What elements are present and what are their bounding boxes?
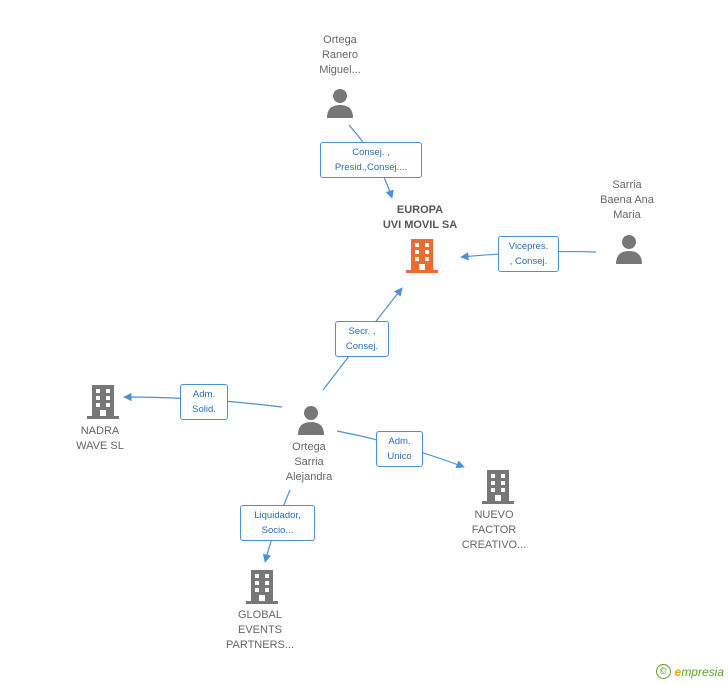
label-line: GLOBAL bbox=[237, 609, 283, 621]
label-line: Maria bbox=[613, 209, 641, 221]
label-line: Sarria bbox=[612, 179, 642, 191]
brand-watermark: © empresia bbox=[655, 664, 724, 679]
building-icon[interactable] bbox=[87, 385, 119, 419]
label-line: FACTOR bbox=[471, 524, 517, 536]
label-line: Baena Ana bbox=[600, 194, 654, 206]
building-icon-main[interactable] bbox=[406, 239, 438, 273]
edge-label-line: Secr. , bbox=[348, 326, 376, 337]
brand-e: e bbox=[674, 664, 682, 679]
edge-label-line: Presid.,Consej.... bbox=[334, 162, 408, 173]
person-icon[interactable] bbox=[297, 405, 325, 435]
label-line: Ortega bbox=[323, 34, 357, 46]
edge-label-line: Liquidador, bbox=[254, 510, 301, 521]
edge-label-line: Consej. , bbox=[352, 147, 390, 158]
building-icon[interactable] bbox=[482, 470, 514, 504]
node-label-ortega-ranero[interactable]: Ortega Ranero Miguel... bbox=[290, 33, 390, 78]
brand-rest: mpresia bbox=[681, 664, 724, 679]
label-line: NUEVO bbox=[474, 509, 514, 521]
label-line: NADRA bbox=[80, 425, 120, 437]
node-label-ortega-sarria[interactable]: Ortega Sarria Alejandra bbox=[259, 440, 359, 485]
person-icon[interactable] bbox=[615, 234, 643, 264]
label-line: EUROPA bbox=[396, 204, 444, 216]
label-line: WAVE SL bbox=[76, 440, 124, 452]
edge-label-line: Socio... bbox=[261, 525, 294, 536]
edge-label-nadra[interactable]: Adm. Solid. bbox=[180, 384, 228, 420]
node-label-global[interactable]: GLOBAL EVENTS PARTNERS... bbox=[210, 608, 310, 653]
node-label-sarria-baena[interactable]: Sarria Baena Ana Maria bbox=[577, 178, 677, 223]
edge-label-line: Adm. bbox=[388, 436, 411, 447]
edge-label-sarria-baena[interactable]: Vicepres. , Consej. bbox=[498, 236, 559, 272]
label-line: EVENTS bbox=[237, 624, 282, 636]
edge-label-ortega-sarria-main[interactable]: Secr. , Consej. bbox=[335, 321, 389, 357]
edge-label-line: Solid. bbox=[192, 404, 216, 415]
edge-label-line: Consej. bbox=[345, 341, 379, 352]
label-line: Miguel... bbox=[319, 64, 361, 76]
edge-label-ortega-ranero[interactable]: Consej. , Presid.,Consej.... bbox=[320, 142, 422, 178]
edge-label-line: Adm. bbox=[192, 389, 216, 400]
label-line: CREATIVO... bbox=[461, 539, 527, 551]
edge-label-line: , Consej. bbox=[509, 256, 548, 267]
edge-label-nuevo[interactable]: Adm. Unico bbox=[376, 431, 423, 467]
copyright-icon: © bbox=[655, 664, 671, 679]
label-line: Alejandra bbox=[285, 471, 333, 483]
node-label-nadra[interactable]: NADRA WAVE SL bbox=[50, 424, 150, 454]
label-line: Ranero bbox=[321, 49, 359, 61]
label-line: Sarria bbox=[294, 456, 324, 468]
edge-label-line: Vicepres. bbox=[508, 241, 549, 252]
label-line: PARTNERS... bbox=[225, 639, 295, 651]
building-icon[interactable] bbox=[246, 570, 278, 604]
label-line: Ortega bbox=[292, 441, 326, 453]
node-label-nuevo[interactable]: NUEVO FACTOR CREATIVO... bbox=[444, 508, 544, 553]
edge-label-line: Unico bbox=[387, 451, 412, 462]
person-icon[interactable] bbox=[326, 88, 354, 118]
edge-label-global[interactable]: Liquidador, Socio... bbox=[240, 505, 315, 541]
label-line: UVI MOVIL SA bbox=[382, 219, 458, 231]
brand-name: empresia bbox=[675, 665, 724, 679]
node-label-main-company[interactable]: EUROPA UVI MOVIL SA bbox=[360, 203, 480, 233]
